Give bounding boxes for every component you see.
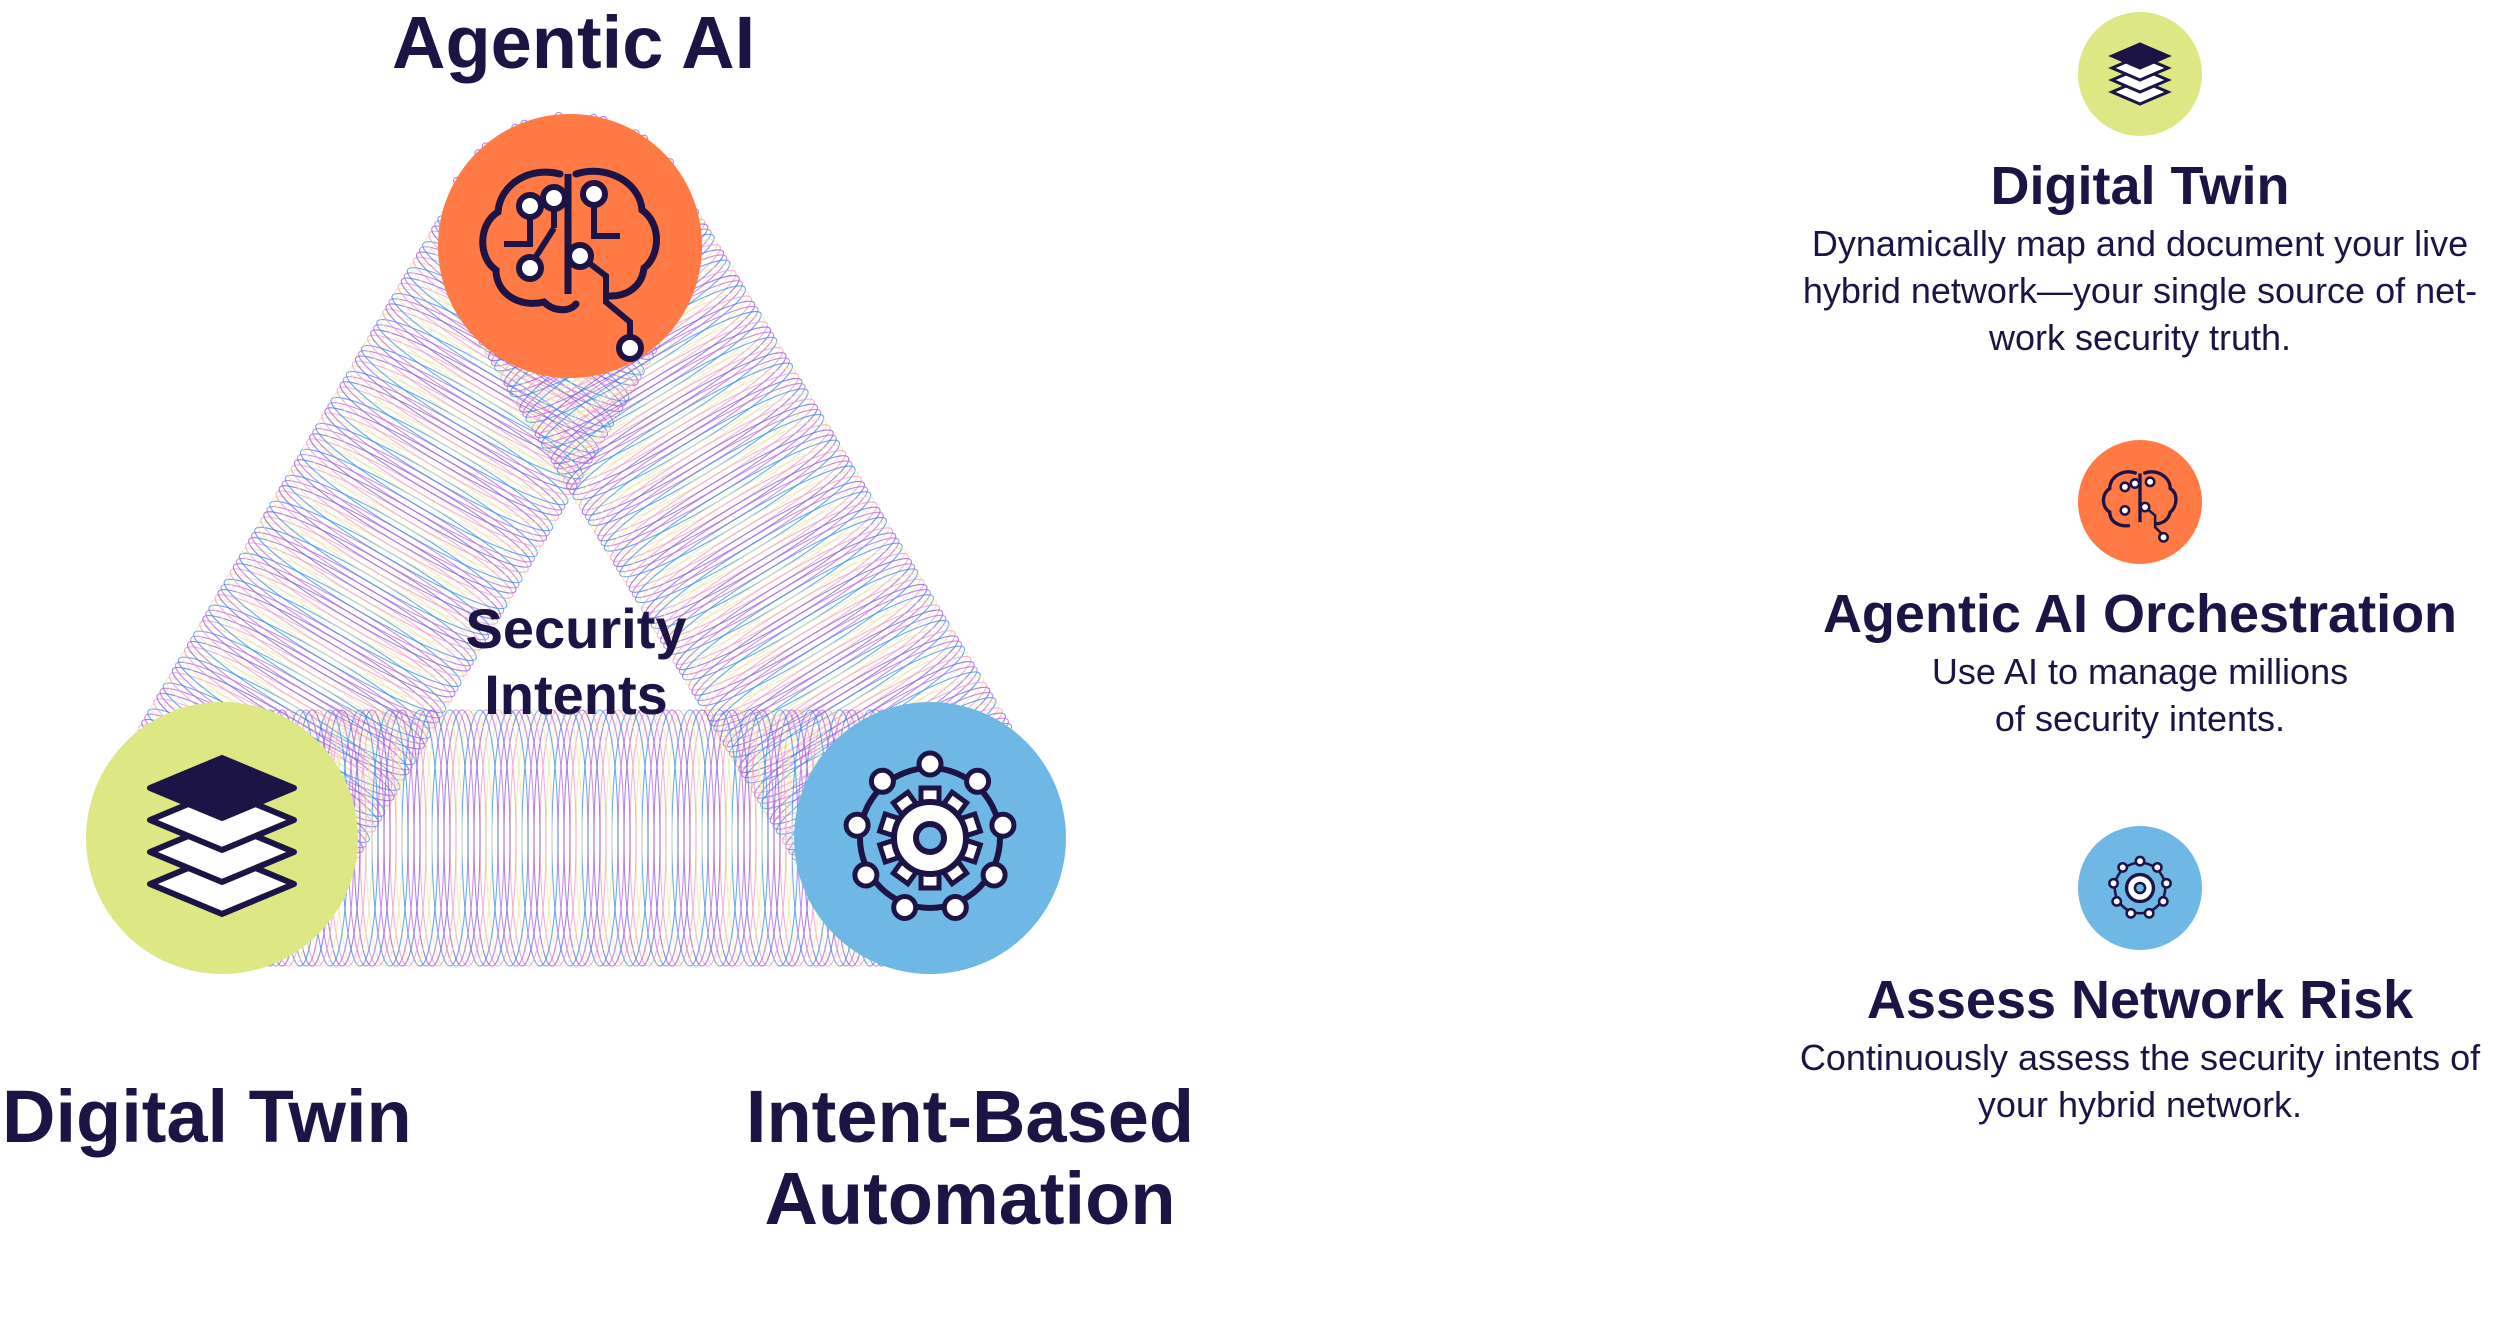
feature-description: Dynamically map and document your live h… <box>1802 223 2478 358</box>
center-label-line-2: Intents <box>484 663 668 726</box>
feature-description: Continuously assess the security intents… <box>1799 1037 2481 1125</box>
network-node-dot <box>989 811 1017 839</box>
network-node-dot <box>2108 877 2119 889</box>
network-node-dot <box>2125 907 2137 919</box>
network-node-dot <box>2151 861 2163 873</box>
gear-network-icon <box>843 750 1017 921</box>
intent-based-automation-node <box>794 702 1066 974</box>
network-node-dot <box>2134 855 2146 867</box>
feature-title: Digital Twin <box>1990 156 2290 216</box>
layers-icon <box>2078 12 2202 136</box>
node-label-intent-based-automation: Intent-Based Automation <box>740 1076 1200 1240</box>
center-label-security-intents: Security Intents <box>436 596 716 728</box>
node-label-agentic-ai: Agentic AI <box>392 1 756 84</box>
network-node-dot <box>843 811 871 839</box>
network-node-dot <box>2161 877 2172 889</box>
network-node-dot <box>868 767 896 795</box>
network-node-dot <box>964 767 992 795</box>
brain-circuit-icon <box>2078 440 2202 564</box>
feature-assess-network-risk: Assess Network Risk Continuously assess … <box>1750 826 2500 1128</box>
network-node-dot <box>2157 895 2169 907</box>
node-label-line-2: Automation <box>764 1157 1176 1240</box>
center-label-line-1: Security <box>465 597 687 660</box>
network-node-dot <box>2143 907 2155 919</box>
gear-network-icon <box>2078 826 2202 950</box>
feature-description: Use AI to manage millions of security in… <box>1931 651 2349 739</box>
network-node-dot <box>852 861 880 889</box>
feature-title: Agentic AI Orchestration <box>1822 584 2458 644</box>
network-node-dot <box>941 894 969 921</box>
network-node-dot <box>980 861 1008 889</box>
feature-agentic-ai-orchestration: Agentic AI Orchestration Use AI to manag… <box>1750 440 2500 742</box>
layers-icon <box>147 755 297 917</box>
feature-digital-twin: Digital Twin Dynamically map and documen… <box>1750 12 2500 361</box>
node-label-digital-twin: Digital Twin <box>2 1075 412 1158</box>
agentic-ai-node <box>438 114 702 378</box>
feature-title: Assess Network Risk <box>1866 970 2414 1030</box>
network-node-dot <box>2117 861 2129 873</box>
digital-twin-node <box>86 702 358 974</box>
brain-circuit-icon <box>479 167 660 362</box>
network-node-dot <box>891 894 919 921</box>
network-node-dot <box>916 750 944 778</box>
intent-triangle-diagram <box>86 111 1066 974</box>
network-node-dot <box>2111 895 2123 907</box>
node-label-line-1: Intent-Based <box>745 1075 1195 1158</box>
